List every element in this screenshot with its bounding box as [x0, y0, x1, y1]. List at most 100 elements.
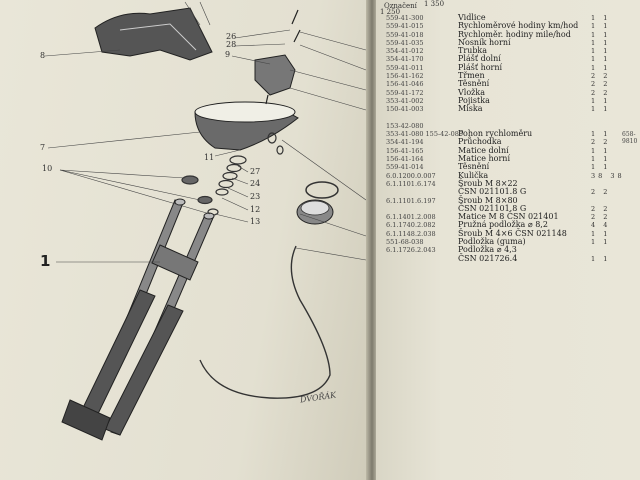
part-quantity [591, 114, 625, 122]
part-quantity [591, 246, 625, 254]
callout-13: 13 [250, 217, 261, 226]
part-code: 156-41-165 [386, 146, 424, 155]
part-description: Plášť dolní [458, 54, 501, 64]
part-code: 156-41-162 [386, 72, 424, 81]
part-description: Nosník horní [458, 37, 511, 47]
part-code [386, 205, 463, 213]
part-code: 551-68-038 [386, 238, 424, 247]
callout-26: 26 [226, 32, 237, 41]
part-description: ČSN 021726.4 [458, 253, 518, 263]
speedometer-cable [199, 245, 331, 399]
part-quantity: 1 1 [591, 105, 611, 114]
part-number-column: 559-41-300 559-41-015 559-41-018 559-41-… [386, 14, 463, 255]
left-page: 8 26 28 9 7 11 10 27 24 23 12 13 1 DVOŘÁ… [0, 0, 372, 480]
callout-28: 28 [226, 40, 237, 49]
part-code: 6.1.1101.6.197 [386, 196, 436, 205]
part-code: 354-41-170 [386, 55, 424, 64]
part-quantity: 1 1 [591, 55, 611, 64]
part-quantity [591, 180, 625, 188]
part-quantity: 2 2 [591, 80, 611, 89]
exploded-fork-diagram [44, 1, 367, 441]
callout-10: 10 [42, 164, 53, 173]
part-quantity: 1 1 [591, 238, 611, 247]
part-code: 153-42-080 [386, 121, 424, 130]
part-description: Miska [458, 104, 483, 114]
part-quantity: 1 1 [591, 229, 611, 238]
part-description: Plášť horní [458, 62, 503, 72]
part-quantity: 1 1 [591, 163, 611, 172]
part-description: Podložka ⌀ 4,3 [458, 245, 517, 255]
mask-cover [94, 7, 213, 61]
part-quantity: 2 2 [591, 188, 611, 197]
part-code: 156-41-164 [386, 155, 424, 164]
description-column: Vidlice Rychloměrové hodiny km/hod Rychl… [458, 13, 579, 263]
part-code: 559-41-300 [386, 14, 424, 22]
figure-number: 1 [40, 252, 51, 270]
part-description: Šroub M 8×22 [458, 178, 518, 188]
part-code: 559-41-018 [386, 30, 424, 39]
callout-7: 7 [40, 143, 46, 152]
part-quantity: 1 1 [591, 254, 611, 263]
part-code: 559-41-035 [386, 38, 424, 47]
part-code: 6.1.1740.2.082 [386, 221, 436, 230]
part-code: 353-41-080 155-42-080 [386, 130, 464, 139]
part-code: 156-41-046 [386, 80, 424, 89]
part-quantity [591, 197, 625, 205]
part-description: Podložka (guma) [458, 237, 526, 247]
part-description: ČSN 021101.8 G [458, 203, 527, 213]
callout-12: 12 [250, 205, 261, 214]
part-quantity: 1 1 [591, 30, 611, 39]
part-description: Pohon rychloměru [458, 129, 533, 139]
book-gutter [366, 0, 378, 480]
part-description: Rychloměrové hodiny km/hod [458, 21, 579, 31]
part-quantity: 1 1 [591, 47, 611, 56]
bolts [265, 9, 301, 105]
part-quantity: 1 1 [591, 130, 611, 139]
extra-code: 658-9810 [622, 131, 638, 145]
part-code: 353-41-002 [386, 96, 424, 105]
part-description: Šroub M 8×80 [458, 195, 518, 205]
part-description: Šroub M 4×6 ČSN 021148 [458, 228, 567, 238]
part-description: ČSN 021101.8 G [458, 187, 527, 197]
part-quantity: 1 1 [591, 38, 611, 47]
header-col-a: 1 250 [380, 8, 401, 16]
part-description: Matice dolní [458, 145, 509, 155]
part-code: 559-41-015 [386, 22, 424, 31]
part-code: 559-41-011 [386, 63, 424, 72]
callout-9: 9 [225, 50, 231, 59]
header-col-c: Označení [384, 2, 417, 10]
part-quantity: 2 2 [591, 213, 611, 222]
part-description: Kulička [458, 170, 489, 180]
part-code: 354-41-194 [386, 138, 424, 147]
part-description [458, 114, 578, 122]
part-quantity: 1 1 [591, 14, 611, 22]
part-quantity: 4 4 [591, 221, 611, 230]
part-quantity: 1 1 [591, 63, 611, 72]
part-description: Vidlice [458, 13, 486, 22]
washer-stack [181, 132, 284, 216]
leader-lines [44, 1, 367, 263]
part-quantity: 2 2 [591, 88, 611, 97]
header-col-b: 1 350 [424, 0, 445, 8]
part-code: 150-41-003 [386, 105, 424, 114]
part-code [386, 188, 463, 196]
callout-8: 8 [40, 51, 46, 60]
right-page: Označení 1 350 1 250 559-41-300 559-41-0… [376, 0, 640, 480]
part-description: Pružná podložka ⌀ 8,2 [458, 220, 548, 230]
part-code: 559-41-172 [386, 88, 424, 97]
part-description: Rychloměr. hodiny mile/hod [458, 29, 571, 39]
part-code: 6.1.1726.2.043 [386, 246, 436, 255]
fork-legs [61, 198, 215, 441]
callout-23: 23 [250, 192, 261, 201]
part-quantity: 1 1 [591, 155, 611, 164]
part-code: 354-41-012 [386, 47, 424, 56]
part-code: 6.1.1401.2.008 [386, 213, 436, 222]
part-description: Vložka [458, 87, 485, 97]
part-description: Průchodka [458, 137, 502, 147]
part-description: Matice horní [458, 154, 510, 164]
top-bracket [254, 54, 296, 96]
quantity-column: 1 1 1 1 1 1 1 1 1 1 1 1 1 1 2 2 2 2 2 2 … [591, 14, 625, 263]
callout-11: 11 [204, 153, 215, 162]
part-description: Těsnění [458, 162, 490, 172]
callout-27: 27 [250, 167, 261, 176]
